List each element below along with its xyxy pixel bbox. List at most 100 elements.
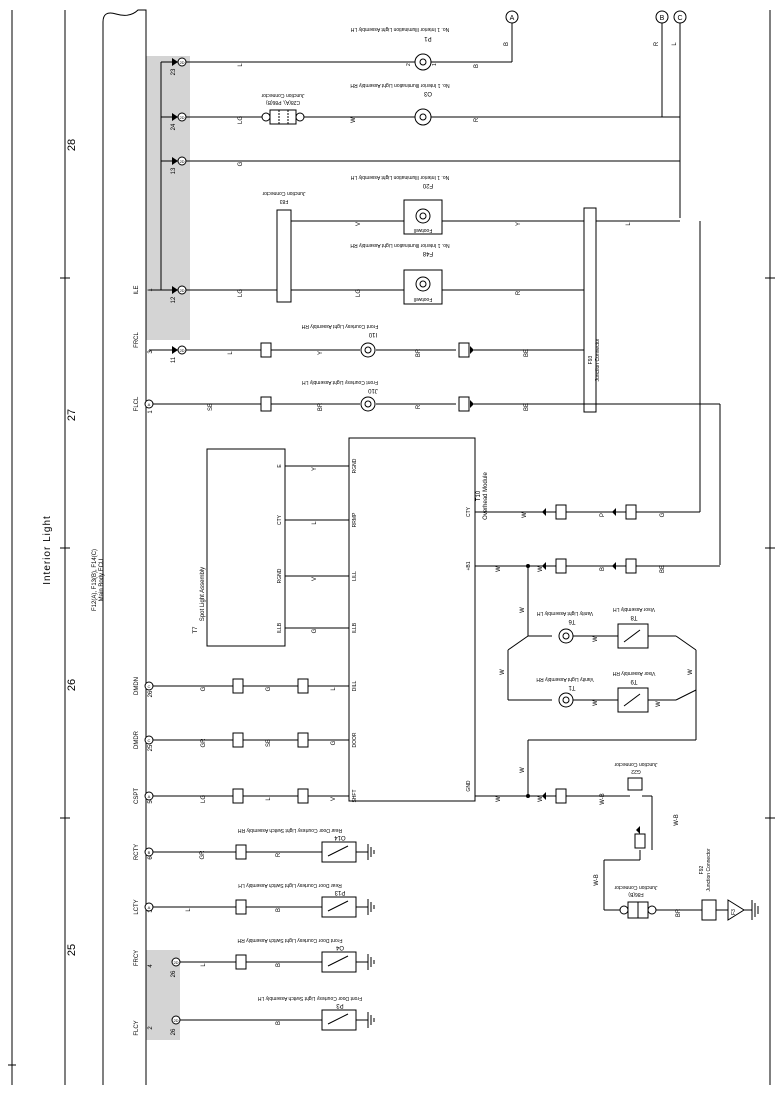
component-name: Rear Door Courtesy Light Switch Assembly… (238, 882, 342, 888)
component-id: J10 (368, 387, 378, 393)
svg-text:R: R (516, 290, 522, 295)
i10-circuit: L Y BR BE I10 Front Courtesy Light Assem… (186, 323, 584, 358)
spot-light-assembly-box (206, 448, 286, 647)
svg-text:G: G (201, 686, 207, 691)
svg-text:B: B (148, 850, 151, 855)
grid-number: 25 (66, 944, 78, 956)
junction-connector-f83 (276, 209, 292, 303)
component-id: F93 (588, 355, 594, 364)
svg-text:B: B (504, 42, 510, 46)
shaded-block-top (146, 56, 190, 340)
grid-number: 28 (66, 139, 78, 151)
svg-text:G: G (238, 161, 244, 166)
svg-text:2D: 2D (179, 288, 184, 293)
off-page-label: A (510, 15, 515, 22)
svg-text:L: L (626, 222, 632, 226)
svg-text:B: B (276, 1021, 282, 1025)
svg-text:2D: 2D (179, 159, 184, 164)
door-switch-circuits: GR R O14 Rear Door Courtesy Light Switch… (153, 827, 375, 1031)
junction-pin-number: 24 (171, 123, 177, 130)
svg-text:W: W (538, 566, 544, 572)
t10-pin: CTY (466, 506, 472, 517)
component-id: P13 (334, 889, 345, 895)
component-id: T9 (630, 678, 638, 684)
svg-text:C: C (148, 738, 151, 743)
component-id: F20 (422, 182, 433, 188)
ecu-pin-name: FLCY (134, 1020, 140, 1035)
svg-text:G: G (312, 628, 318, 633)
component-name: Visor Assembly LH (613, 606, 655, 612)
component-name: Spot Light Assembly (200, 567, 206, 621)
svg-text:LG: LG (238, 116, 244, 124)
component-id: G22 (631, 768, 641, 774)
junction-pin-number: 23 (171, 68, 177, 75)
svg-text:W: W (688, 669, 694, 675)
svg-text:2D: 2D (179, 115, 184, 120)
t10-pin: LILL (352, 571, 358, 581)
svg-text:2D: 2D (179, 348, 184, 353)
component-name: Front Courtesy Light Assembly RH (301, 323, 378, 329)
svg-text:R: R (276, 852, 282, 857)
svg-text:W: W (500, 669, 506, 675)
svg-text:B: B (276, 963, 282, 967)
junction-connector-f92 (701, 899, 717, 921)
junction-pin-number: 26 (171, 1028, 177, 1035)
t7-t10-wires: Y L V G (285, 465, 349, 633)
svg-text:P: P (600, 513, 606, 517)
t10-pin: DILL (352, 681, 358, 692)
svg-text:W: W (520, 607, 526, 613)
junction-pin-number: 13 (171, 167, 177, 174)
ecu-pin-name: FRCL (134, 332, 140, 348)
svg-text:B: B (474, 64, 480, 68)
component-id: T6 (568, 618, 576, 624)
svg-text:BE: BE (524, 403, 530, 411)
component-name: Front Door Courtesy Light Switch Assembl… (237, 937, 342, 943)
component-id: O14 (334, 834, 346, 840)
grid-number: 27 (66, 409, 78, 421)
svg-text:SB: SB (266, 739, 272, 747)
junction-pin-number: 26 (171, 970, 177, 977)
component-id: F83 (279, 198, 288, 204)
svg-text:LG: LG (356, 289, 362, 297)
junction-connector-g22 (627, 777, 643, 791)
ecu-t10-wires: G G L GR SB G LG L V (153, 678, 349, 804)
component-name: Junction Connector (595, 338, 601, 381)
ecu-pin-name: RCTY (134, 844, 140, 860)
ecu-pin-name: FRCY (134, 950, 140, 966)
t7-pin: E (277, 464, 283, 468)
svg-text:W: W (496, 566, 502, 572)
svg-text:2: 2 (406, 63, 412, 66)
t7-pin: ILLB (277, 622, 283, 633)
svg-text:W: W (593, 700, 599, 706)
svg-text:R: R (416, 404, 422, 409)
ground-path: G22 Junction Connector W-B W-B F86(B) Ju… (594, 761, 759, 921)
o3-circuit: LG W R O3 No. 1 Interior Illumination Li… (186, 82, 680, 126)
ecu-pin-number: 25 (148, 744, 154, 751)
svg-text:GR: GR (201, 738, 207, 748)
svg-text:G: G (331, 740, 337, 745)
component-name: Rear Door Courtesy Light Switch Assembly… (238, 827, 343, 833)
svg-text:W-B: W-B (674, 814, 680, 826)
f20-circuit: Footwell V Y L F20 No. 1 Interior Illumi… (291, 174, 680, 235)
svg-text:B: B (276, 908, 282, 912)
ecu-pin-number: 1 (148, 410, 154, 414)
ecu-pin-name: CSPT (134, 788, 140, 804)
svg-text:L: L (672, 42, 678, 46)
svg-text:2D: 2D (173, 1018, 178, 1023)
svg-text:W-B: W-B (600, 793, 606, 805)
t10-pin: RRMP (352, 512, 358, 527)
ecu-pin-number: 4 (148, 964, 154, 968)
svg-text:R: R (654, 41, 660, 46)
svg-text:A: A (148, 402, 151, 407)
component-id: O4 (335, 944, 344, 950)
svg-text:A: A (148, 794, 151, 799)
grid-number: 26 (66, 679, 78, 691)
svg-text:V: V (356, 222, 362, 226)
svg-text:L: L (331, 687, 337, 691)
footwell-tag: Footwell (414, 296, 433, 302)
svg-text:G: G (266, 686, 272, 691)
svg-text:BR: BR (676, 908, 682, 917)
t10-pin: RGND (352, 458, 358, 473)
